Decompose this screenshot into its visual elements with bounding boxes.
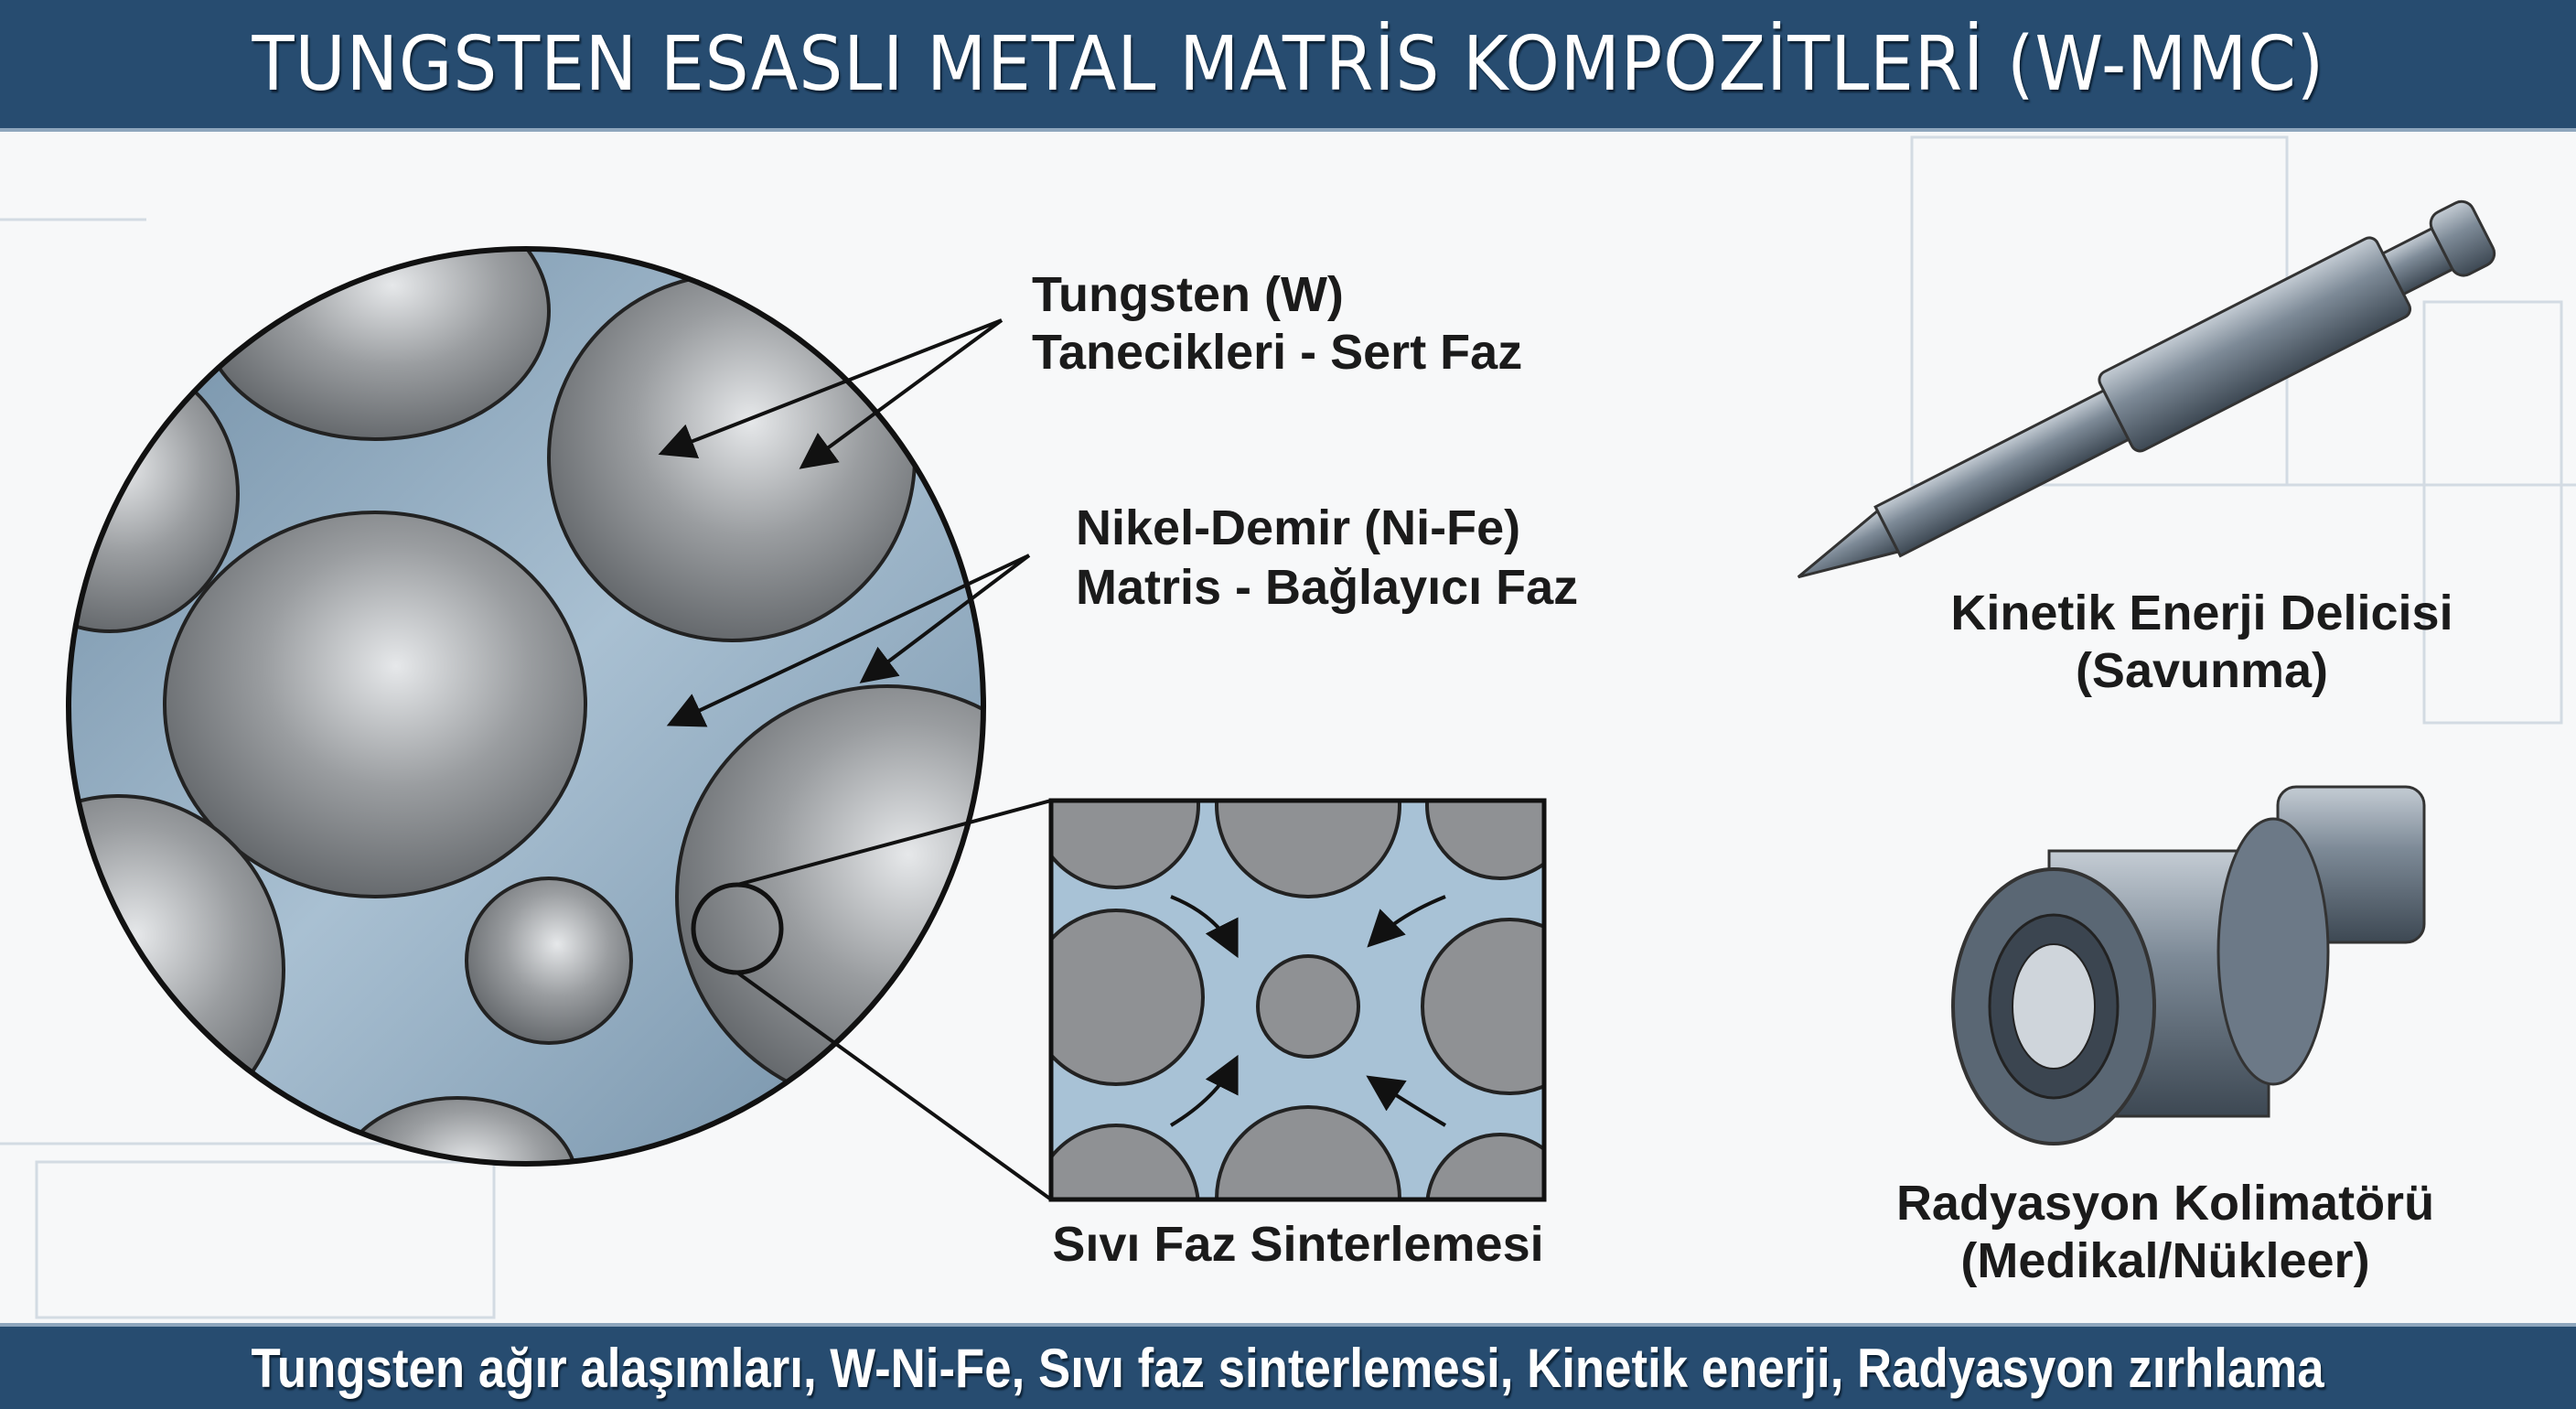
collimator-illustration xyxy=(1951,785,2426,1145)
collimator-label-line2: (Medikal/Nükleer) xyxy=(1960,1233,2369,1288)
tungsten-label-line1: Tungsten (W) xyxy=(1032,267,1344,322)
callout-arrows xyxy=(658,318,1031,727)
inset-label: Sıvı Faz Sinterlemesi xyxy=(1052,1217,1543,1272)
collimator-label-line1: Radyasyon Kolimatörü xyxy=(1896,1176,2434,1231)
keywords-text: Tungsten ağır alaşımları, W-Ni-Fe, Sıvı … xyxy=(251,1337,2325,1399)
tungsten-label-line2: Tanecikleri - Sert Faz xyxy=(1032,325,1522,380)
title-banner: TUNGSTEN ESASLI METAL MATRİS KOMPOZİTLER… xyxy=(0,0,2576,132)
penetrator-illustration xyxy=(1797,199,2496,579)
keywords-banner: Tungsten ağır alaşımları, W-Ni-Fe, Sıvı … xyxy=(0,1323,2576,1409)
page-title: TUNGSTEN ESASLI METAL MATRİS KOMPOZİTLER… xyxy=(252,20,2324,108)
penetrator-label-line1: Kinetik Enerji Delicisi xyxy=(1950,586,2453,640)
matrix-label-line2: Matris - Bağlayıcı Faz xyxy=(1076,560,1578,615)
sintering-inset xyxy=(1048,798,1547,1202)
matrix-label-line1: Nikel-Demir (Ni-Fe) xyxy=(1076,500,1520,555)
microstructure-circle xyxy=(66,246,1053,1201)
penetrator-label-line2: (Savunma) xyxy=(2076,643,2328,698)
